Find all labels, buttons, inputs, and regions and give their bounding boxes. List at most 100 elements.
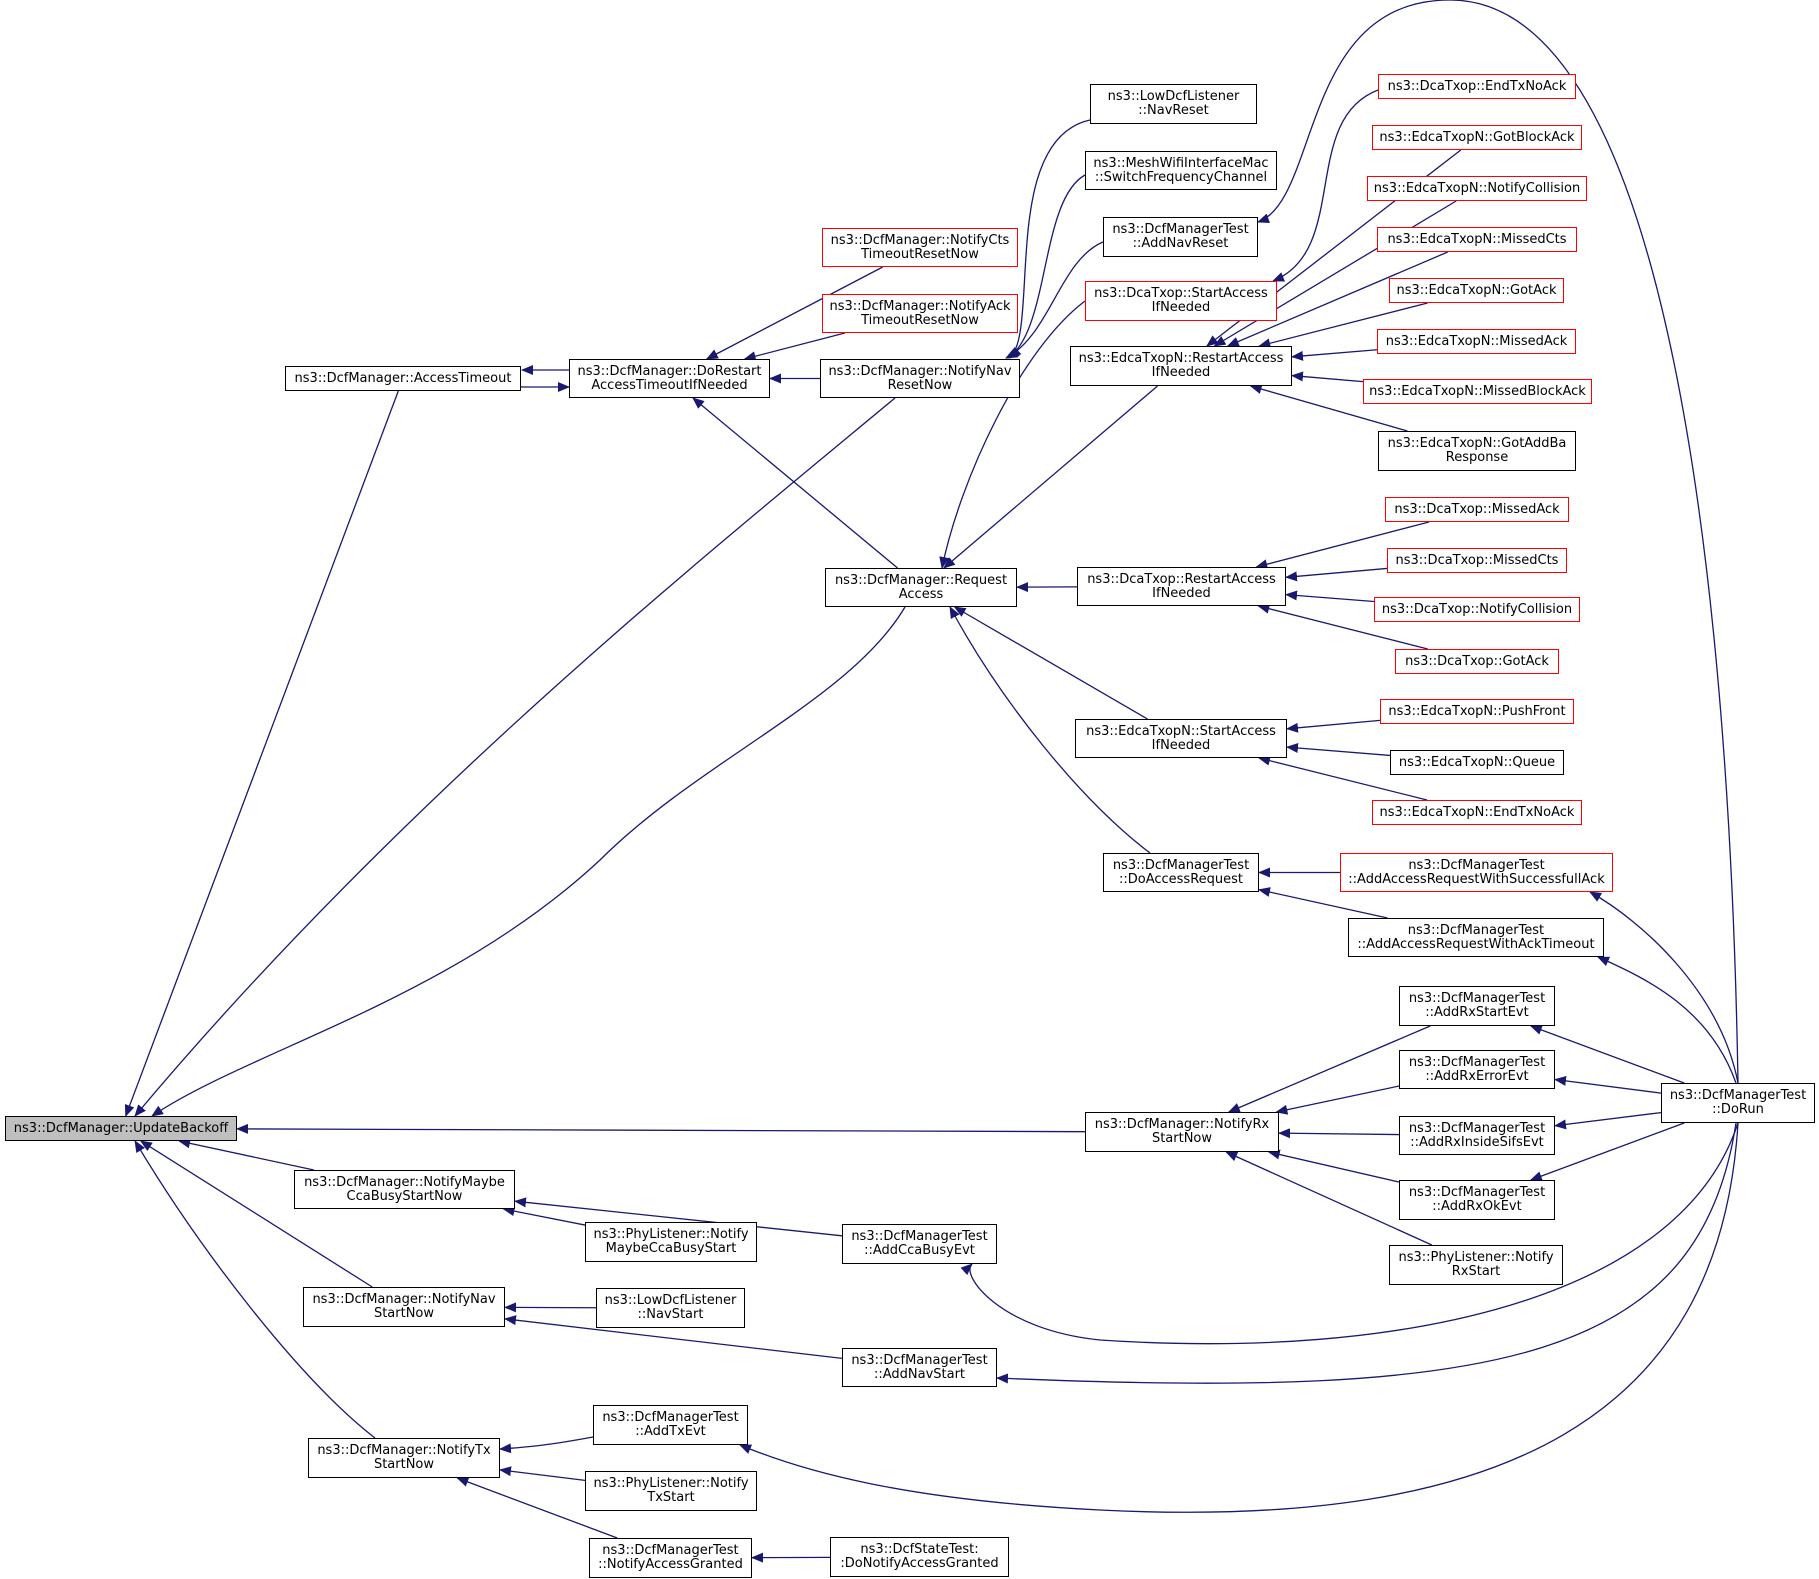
node-test-add-cca-busy[interactable]: ns3::DcfManagerTest ::AddCcaBusyEvt — [842, 1224, 997, 1264]
edge-notify-maybe-cca-to-update-backoff — [178, 1138, 315, 1171]
edge-dca-notify-collision-to-dca-restart-access — [1285, 590, 1375, 603]
node-notify-nav-reset[interactable]: ns3::DcfManager::NotifyNav ResetNow — [820, 359, 1020, 398]
node-edca-got-addba[interactable]: ns3::EdcaTxopN::GotAddBa Response — [1378, 431, 1576, 471]
node-edca-notify-collision[interactable]: ns3::EdcaTxopN::NotifyCollision — [1367, 176, 1587, 201]
node-test-notify-access-granted[interactable]: ns3::DcfManagerTest ::NotifyAccessGrante… — [589, 1538, 752, 1578]
edge-phy-notify-tx-start-to-notify-tx-start — [499, 1466, 586, 1482]
edge-test-do-run-to-test-add-cca-busy — [960, 1122, 1739, 1345]
node-dca-missed-cts[interactable]: ns3::DcaTxop::MissedCts — [1387, 548, 1567, 573]
edge-test-do-run-to-test-add-rx-start — [1529, 1025, 1685, 1084]
edge-test-add-rx-start-to-notify-rx-start — [1227, 1025, 1431, 1113]
edge-test-add-nav-reset-to-notify-nav-reset — [1005, 241, 1104, 359]
edge-edca-restart-access-to-request-access — [943, 385, 1158, 569]
edge-edca-missed-ack-to-edca-restart-access — [1291, 349, 1378, 361]
node-test-do-run[interactable]: ns3::DcfManagerTest ::DoRun — [1661, 1083, 1815, 1123]
edge-test-add-tx-evt-to-notify-tx-start — [499, 1436, 594, 1454]
edge-mesh-switch-to-notify-nav-reset — [1007, 174, 1086, 359]
edge-test-add-rx-error-to-notify-rx-start — [1275, 1085, 1400, 1115]
node-edca-missed-ack[interactable]: ns3::EdcaTxopN::MissedAck — [1377, 329, 1576, 354]
edge-edca-notify-collision-to-edca-restart-access — [1213, 200, 1457, 347]
edge-notify-rx-start-to-update-backoff — [236, 1123, 1086, 1134]
node-phy-notify-tx-start[interactable]: ns3::PhyListener::Notify TxStart — [585, 1471, 757, 1511]
edge-request-access-to-update-backoff — [151, 606, 906, 1117]
node-edca-endtx-noack[interactable]: ns3::EdcaTxopN::EndTxNoAck — [1372, 800, 1582, 825]
node-notify-rx-start[interactable]: ns3::DcfManager::NotifyRx StartNow — [1085, 1112, 1279, 1152]
edge-test-add-rx-ok-to-notify-rx-start — [1267, 1149, 1400, 1183]
node-dca-got-ack[interactable]: ns3::DcaTxop::GotAck — [1395, 649, 1559, 674]
edge-test-do-run-to-test-add-rx-error — [1554, 1075, 1662, 1094]
node-test-add-nav-start[interactable]: ns3::DcfManagerTest ::AddNavStart — [842, 1348, 997, 1387]
edge-request-access-to-do-restart — [692, 397, 898, 569]
node-dca-missed-ack[interactable]: ns3::DcaTxop::MissedAck — [1385, 497, 1569, 522]
node-edca-start-access[interactable]: ns3::EdcaTxopN::StartAccess IfNeeded — [1075, 719, 1287, 758]
edge-test-do-run-to-test-add-tx-evt — [739, 1122, 1739, 1513]
edge-dca-start-access-to-request-access — [939, 300, 1086, 569]
node-edca-missed-cts[interactable]: ns3::EdcaTxopN::MissedCts — [1377, 227, 1577, 252]
node-test-add-nav-reset[interactable]: ns3::DcfManagerTest ::AddNavReset — [1103, 217, 1258, 257]
node-test-add-tx-evt[interactable]: ns3::DcfManagerTest ::AddTxEvt — [593, 1405, 748, 1445]
edge-access-timeout-to-update-backoff — [124, 390, 399, 1117]
node-dca-restart-access[interactable]: ns3::DcaTxop::RestartAccess IfNeeded — [1077, 567, 1286, 606]
node-phy-notify-maybe-cca[interactable]: ns3::PhyListener::Notify MaybeCcaBusySta… — [585, 1222, 757, 1262]
node-notify-tx-start[interactable]: ns3::DcfManager::NotifyTx StartNow — [308, 1438, 500, 1478]
node-test-add-rx-ok[interactable]: ns3::DcfManagerTest ::AddRxOkEvt — [1399, 1180, 1555, 1220]
node-test-add-access-success[interactable]: ns3::DcfManagerTest ::AddAccessRequestWi… — [1340, 853, 1613, 892]
node-test-add-rx-error[interactable]: ns3::DcfManagerTest ::AddRxErrorEvt — [1399, 1050, 1555, 1089]
node-notify-nav-start[interactable]: ns3::DcfManager::NotifyNav StartNow — [303, 1287, 505, 1327]
node-edca-push-front[interactable]: ns3::EdcaTxopN::PushFront — [1380, 699, 1574, 724]
node-phy-notify-rx-start[interactable]: ns3::PhyListener::Notify RxStart — [1389, 1245, 1563, 1285]
edge-notify-ack-timeout-to-do-restart — [743, 332, 846, 362]
edge-test-do-run-to-test-add-access-timeout — [1597, 956, 1737, 1084]
edge-edca-got-addba-to-edca-restart-access — [1249, 384, 1408, 432]
node-test-add-rx-start[interactable]: ns3::DcfManagerTest ::AddRxStartEvt — [1399, 986, 1555, 1026]
node-edca-got-blockack[interactable]: ns3::EdcaTxopN::GotBlockAck — [1372, 125, 1582, 150]
edge-dca-missed-cts-to-dca-restart-access — [1285, 567, 1388, 582]
edge-dca-endtx-noack-to-dca-start-access — [1272, 89, 1379, 282]
node-dca-notify-collision[interactable]: ns3::DcaTxop::NotifyCollision — [1374, 597, 1580, 622]
node-edca-restart-access[interactable]: ns3::EdcaTxopN::RestartAccess IfNeeded — [1070, 346, 1292, 386]
node-notify-maybe-cca[interactable]: ns3::DcfManager::NotifyMaybe CcaBusyStar… — [294, 1170, 515, 1209]
node-edca-queue[interactable]: ns3::EdcaTxopN::Queue — [1390, 750, 1564, 775]
node-test-add-access-timeout[interactable]: ns3::DcfManagerTest ::AddAccessRequestWi… — [1348, 918, 1604, 957]
node-update-backoff[interactable]: ns3::DcfManager::UpdateBackoff — [5, 1116, 237, 1141]
node-edca-got-ack[interactable]: ns3::EdcaTxopN::GotAck — [1389, 278, 1564, 303]
edge-test-add-nav-start-to-notify-nav-start — [504, 1315, 843, 1360]
node-notify-cts-timeout[interactable]: ns3::DcfManager::NotifyCts TimeoutResetN… — [822, 228, 1018, 267]
node-dca-start-access[interactable]: ns3::DcaTxop::StartAccess IfNeeded — [1085, 281, 1277, 321]
node-low-dcf-navreset[interactable]: ns3::LowDcfListener ::NavReset — [1090, 84, 1257, 124]
edge-low-dcf-navreset-to-notify-nav-reset — [1009, 119, 1091, 359]
edge-notify-tx-start-to-update-backoff — [134, 1140, 376, 1439]
edge-test-do-run-to-test-add-rx-ok — [1529, 1122, 1685, 1181]
node-notify-ack-timeout[interactable]: ns3::DcfManager::NotifyAck TimeoutResetN… — [822, 294, 1018, 333]
edge-notify-nav-start-to-update-backoff — [139, 1140, 373, 1288]
edge-edca-endtx-noack-to-edca-start-access — [1258, 755, 1428, 801]
node-access-timeout[interactable]: ns3::DcfManager::AccessTimeout — [285, 366, 521, 391]
edges-layer — [124, 0, 1739, 1563]
edge-notify-cts-timeout-to-do-restart — [705, 266, 884, 360]
edge-edca-push-front-to-edca-start-access — [1286, 719, 1381, 733]
edge-phy-notify-maybe-cca-to-notify-maybe-cca — [502, 1206, 586, 1226]
node-dca-endtx-noack[interactable]: ns3::DcaTxop::EndTxNoAck — [1378, 74, 1576, 99]
edge-test-do-access-request-to-request-access — [949, 606, 1151, 854]
edge-dca-got-ack-to-dca-restart-access — [1257, 603, 1428, 650]
edge-edca-start-access-to-request-access — [953, 606, 1148, 720]
node-edca-missed-blockack[interactable]: ns3::EdcaTxopN::MissedBlockAck — [1363, 379, 1592, 404]
node-test-add-rx-sifs[interactable]: ns3::DcfManagerTest ::AddRxInsideSifsEvt — [1399, 1116, 1555, 1155]
edge-test-do-run-to-test-add-nav-reset — [1257, 0, 1739, 1084]
edge-test-add-rx-sifs-to-notify-rx-start — [1278, 1128, 1400, 1139]
node-do-restart[interactable]: ns3::DcfManager::DoRestart AccessTimeout… — [569, 359, 770, 398]
node-mesh-switch[interactable]: ns3::MeshWifiInterfaceMac ::SwitchFreque… — [1085, 151, 1277, 190]
edge-test-add-cca-busy-to-notify-maybe-cca — [514, 1197, 843, 1237]
edge-edca-missed-cts-to-edca-restart-access — [1226, 251, 1449, 347]
edge-test-add-access-timeout-to-test-do-access-request — [1258, 887, 1388, 919]
node-test-do-access-request[interactable]: ns3::DcfManagerTest ::DoAccessRequest — [1103, 853, 1259, 892]
node-low-dcf-navstart[interactable]: ns3::LowDcfListener ::NavStart — [596, 1288, 745, 1328]
node-dcfstate-do-notify[interactable]: ns3::DcfStateTest: :DoNotifyAccessGrante… — [830, 1537, 1009, 1577]
edge-test-notify-access-granted-to-notify-tx-start — [456, 1477, 618, 1539]
edge-edca-queue-to-edca-start-access — [1286, 743, 1391, 757]
node-request-access[interactable]: ns3::DcfManager::Request Access — [825, 568, 1017, 607]
edge-test-do-run-to-test-add-nav-start — [996, 1122, 1737, 1384]
edge-test-do-run-to-test-add-rx-sifs — [1554, 1111, 1662, 1130]
edge-phy-notify-rx-start-to-notify-rx-start — [1225, 1151, 1433, 1246]
